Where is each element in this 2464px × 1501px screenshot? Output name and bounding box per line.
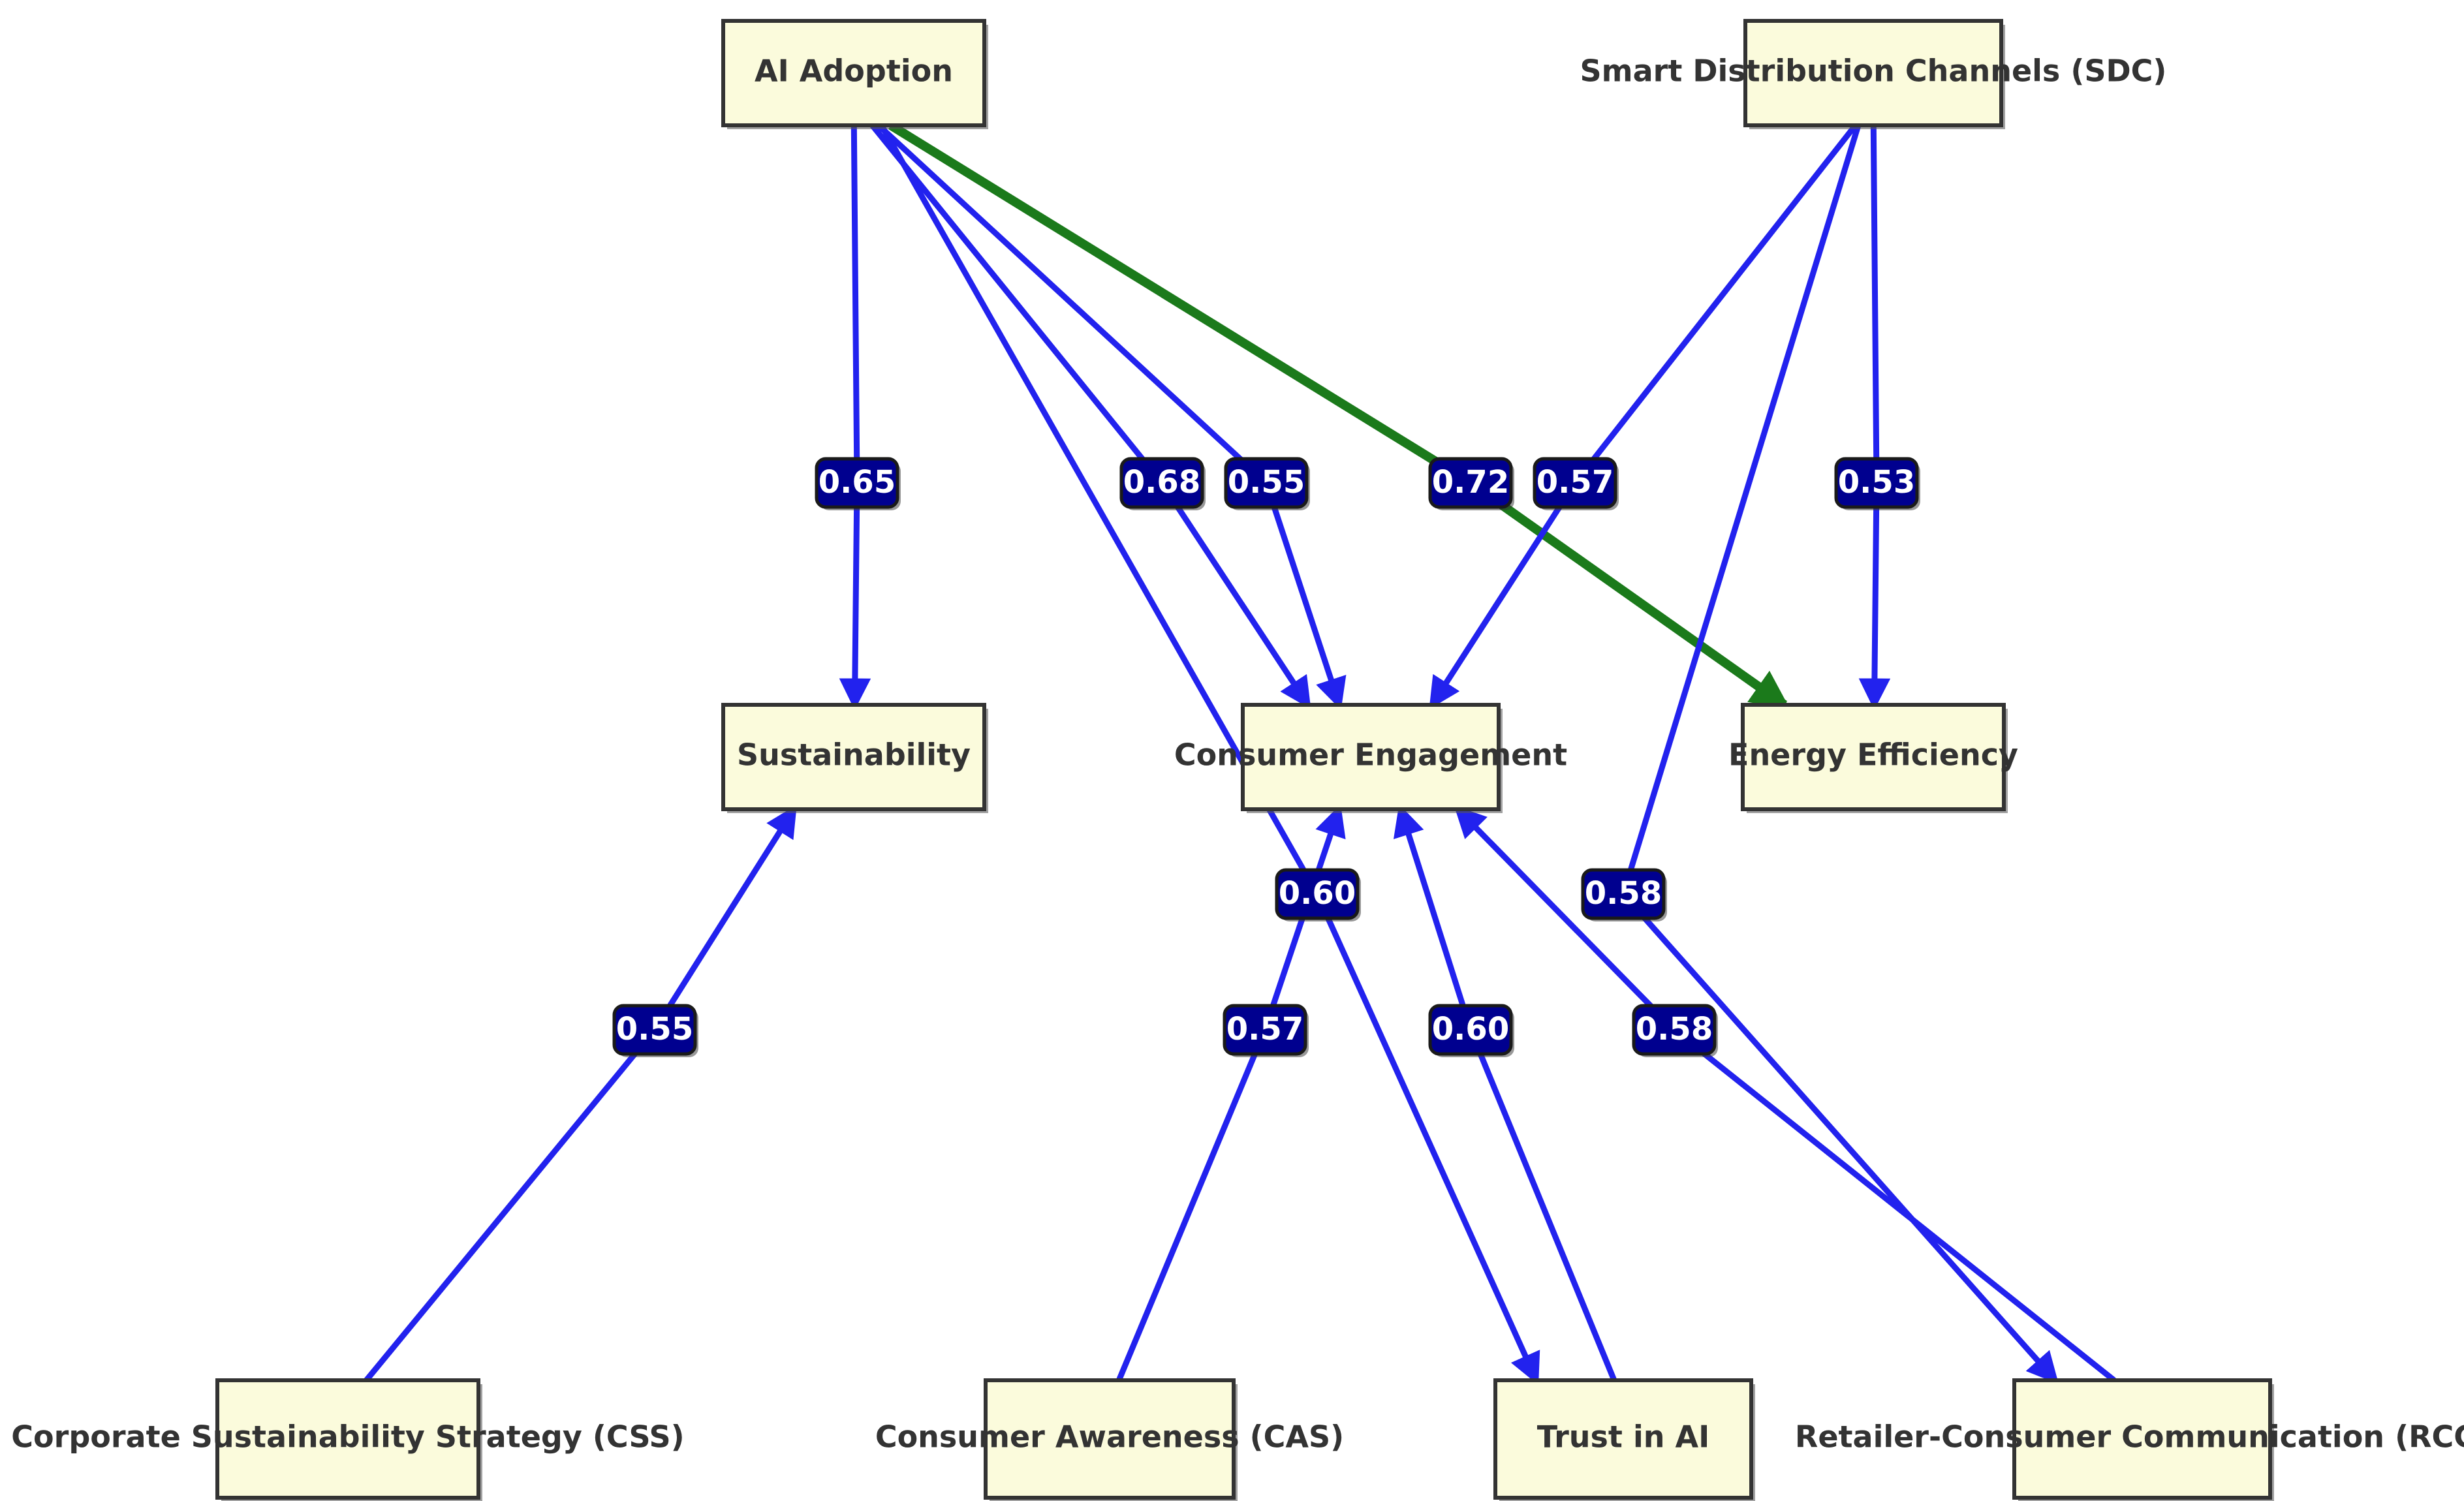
node-label: Consumer Engagement bbox=[1174, 737, 1567, 773]
node-label: Consumer Awareness (CAS) bbox=[875, 1419, 1344, 1455]
edge-label-box bbox=[1834, 457, 1919, 509]
edge-weight-label: 0.72 bbox=[1428, 457, 1514, 510]
edge-label-layer: 0.65 0.68 0.55 0.72 0.57 0.53 0.55 0.57 0.60 0.58… bbox=[612, 457, 1920, 1057]
node-label: Corporate Sustainability Strategy (CSS) bbox=[11, 1419, 684, 1455]
edge-weight-label: 0.60 bbox=[1275, 868, 1361, 921]
node-tai[interactable]: Trust in AI bbox=[1493, 1378, 1755, 1501]
edge-weight-label: 0.68 bbox=[1119, 457, 1206, 510]
edge-weight-label: 0.55 bbox=[612, 1004, 698, 1057]
edge-ai-to-ce bbox=[869, 123, 1311, 709]
node-ee[interactable]: Energy Efficiency bbox=[1728, 703, 2018, 813]
edge-label-box bbox=[1428, 457, 1513, 509]
edge-sdc-to-ee bbox=[1858, 125, 1891, 711]
edge-label-box bbox=[612, 1004, 697, 1056]
node-rcc[interactable]: Retailer-Consumer Communication (RCC) bbox=[1795, 1378, 2464, 1501]
edge-label-value: 0.60 bbox=[1279, 875, 1356, 912]
edge-label-box bbox=[1224, 457, 1309, 509]
edge-label-value: 0.68 bbox=[1123, 464, 1200, 501]
node-label: Energy Efficiency bbox=[1728, 737, 2018, 773]
node-box[interactable] bbox=[984, 1378, 1236, 1500]
node-label: AI Adoption bbox=[755, 54, 953, 89]
node-label: Sustainability bbox=[737, 737, 971, 773]
edge-rcc-to-ce bbox=[1454, 805, 2116, 1383]
edge-sdc-to-ce bbox=[1429, 123, 1858, 709]
node-ai[interactable]: AI Adoption bbox=[721, 19, 988, 129]
node-label: Smart Distribution Channels (SDC) bbox=[1580, 54, 2167, 89]
node-sus[interactable]: Sustainability bbox=[721, 703, 988, 813]
node-box[interactable] bbox=[721, 19, 986, 127]
node-box[interactable] bbox=[1741, 703, 2006, 811]
edge-label-value: 0.65 bbox=[819, 464, 896, 501]
edge-css-to-sus bbox=[364, 805, 797, 1382]
node-sdc[interactable]: Smart Distribution Channels (SDC) bbox=[1580, 19, 2167, 129]
edge-weight-label: 0.57 bbox=[1533, 457, 1619, 510]
node-label: Retailer-Consumer Communication (RCC) bbox=[1795, 1419, 2464, 1455]
edge-weight-label: 0.58 bbox=[1581, 868, 1667, 921]
node-box[interactable] bbox=[721, 703, 986, 811]
edge-ai-to-sus bbox=[839, 125, 871, 711]
edge-label-value: 0.72 bbox=[1432, 464, 1509, 501]
node-box[interactable] bbox=[1493, 1378, 1753, 1500]
edge-label-value: 0.57 bbox=[1226, 1011, 1303, 1047]
edge-label-value: 0.55 bbox=[1228, 464, 1305, 501]
edge-weight-label: 0.58 bbox=[1632, 1004, 1718, 1057]
edge-label-box bbox=[1223, 1004, 1307, 1056]
node-label: Trust in AI bbox=[1537, 1419, 1709, 1455]
edge-label-value: 0.60 bbox=[1432, 1011, 1509, 1047]
edge-label-value: 0.58 bbox=[1636, 1011, 1713, 1047]
node-box[interactable] bbox=[2012, 1378, 2272, 1500]
edge-label-box bbox=[1632, 1004, 1717, 1056]
edge-label-value: 0.58 bbox=[1585, 875, 1662, 912]
node-layer: AI Adoption Smart Distribution Channels (… bbox=[11, 19, 2464, 1501]
node-box[interactable] bbox=[1241, 703, 1501, 811]
edge-label-box bbox=[1428, 1004, 1513, 1056]
edge-label-box bbox=[1275, 868, 1360, 920]
node-box[interactable] bbox=[1743, 19, 2003, 127]
node-css[interactable]: Corporate Sustainability Strategy (CSS) bbox=[11, 1378, 685, 1501]
edge-weight-label: 0.65 bbox=[815, 457, 901, 510]
edge-label-value: 0.53 bbox=[1838, 464, 1915, 501]
edge-weight-label: 0.57 bbox=[1223, 1004, 1309, 1057]
node-ce[interactable]: Consumer Engagement bbox=[1174, 703, 1567, 813]
edge-label-value: 0.57 bbox=[1536, 464, 1614, 501]
node-box[interactable] bbox=[215, 1378, 480, 1500]
edge-label-value: 0.55 bbox=[616, 1011, 693, 1047]
edge-label-box bbox=[1581, 868, 1666, 920]
edge-label-box bbox=[815, 457, 899, 509]
node-cas[interactable]: Consumer Awareness (CAS) bbox=[875, 1378, 1344, 1501]
edge-weight-label: 0.60 bbox=[1428, 1004, 1514, 1057]
edge-weight-label: 0.55 bbox=[1224, 457, 1310, 510]
edge-label-box bbox=[1533, 457, 1617, 509]
edge-ai-to-ee bbox=[888, 121, 1790, 709]
edge-weight-label: 0.53 bbox=[1834, 457, 1920, 510]
edge-label-box bbox=[1119, 457, 1204, 509]
